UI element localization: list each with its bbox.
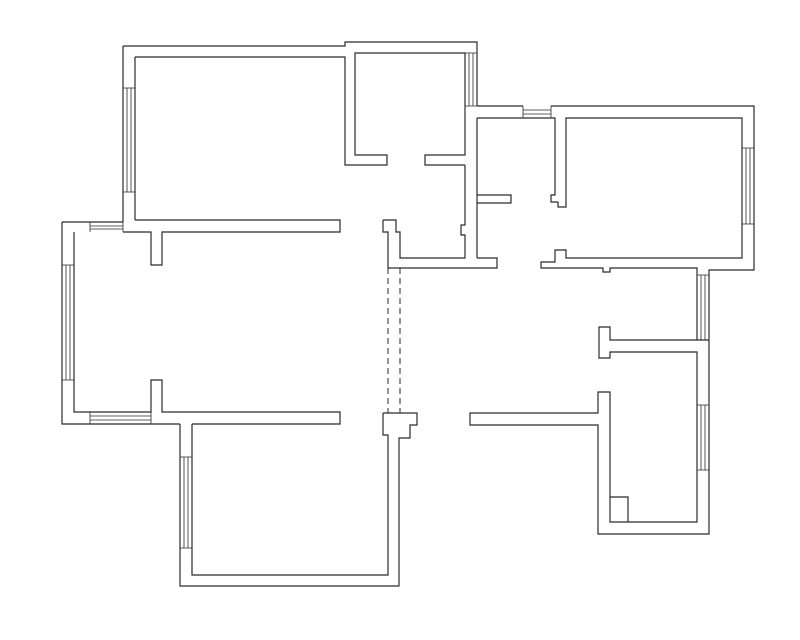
window-right-upper: [697, 274, 709, 340]
window-living-left: [62, 264, 74, 381]
wall-living-left: [61, 221, 341, 425]
wall-bedroom-top-left-outer: [123, 41, 478, 106]
windows: [62, 52, 754, 549]
wall-bedroom-top-left-inner: [135, 52, 466, 166]
wall-bedroom-top-left-bottom: [123, 219, 341, 266]
wall-top-right-outer: [551, 105, 755, 340]
sliding-partition: [387, 268, 401, 413]
window-service-top: [465, 52, 477, 107]
room-living: [61, 165, 498, 587]
window-top-right: [742, 147, 754, 225]
wall-service-center: [476, 105, 743, 340]
window-bottom-left: [180, 456, 192, 549]
window-center-top: [522, 106, 552, 118]
room-service-center: [476, 105, 755, 340]
wall-balcony-box: [610, 496, 629, 522]
window-living-lower: [89, 412, 152, 424]
wall-living-mid-top: [382, 165, 498, 269]
window-living-upper: [89, 222, 124, 232]
window-right-lower: [697, 404, 709, 471]
wall-living-mid-bottom: [179, 412, 418, 587]
wall-balcony-right: [469, 326, 710, 535]
wall-bedroom-top-left-left: [122, 46, 136, 222]
room-balcony-right: [469, 326, 710, 535]
room-bedroom-top-left: [122, 41, 478, 266]
window-top-left-left: [123, 87, 135, 193]
